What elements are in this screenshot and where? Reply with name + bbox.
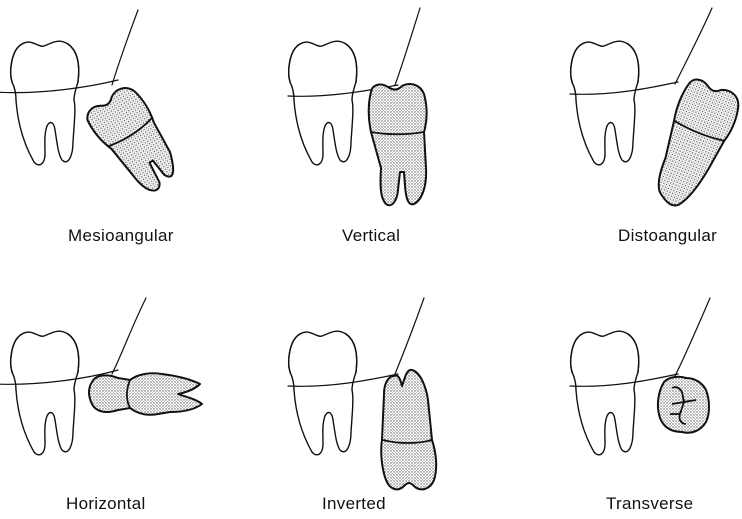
second-molar-icon bbox=[289, 331, 357, 455]
inverted-panel bbox=[288, 298, 436, 489]
vertical-panel bbox=[288, 8, 427, 205]
gum-line bbox=[288, 374, 398, 386]
impacted-molar-icon bbox=[642, 75, 742, 215]
impacted-molar-icon bbox=[82, 82, 187, 202]
second-molar-icon bbox=[571, 331, 639, 455]
impacted-molar-icon bbox=[658, 377, 709, 433]
label-inverted: Inverted bbox=[322, 494, 386, 514]
transverse-panel bbox=[570, 298, 710, 455]
ramus-line bbox=[395, 8, 420, 85]
distoangular-panel bbox=[570, 8, 742, 215]
ramus-line bbox=[112, 10, 138, 85]
label-transverse: Transverse bbox=[606, 494, 693, 514]
label-distoangular: Distoangular bbox=[618, 226, 717, 246]
impacted-molar-icon bbox=[369, 84, 427, 205]
second-molar-icon bbox=[289, 41, 357, 165]
second-molar-icon bbox=[11, 41, 79, 165]
second-molar-icon bbox=[11, 331, 79, 455]
ramus-line bbox=[675, 8, 712, 84]
label-mesioangular: Mesioangular bbox=[68, 226, 174, 246]
mesioangular-panel bbox=[0, 10, 187, 202]
label-horizontal: Horizontal bbox=[66, 494, 146, 514]
ramus-line bbox=[675, 298, 710, 376]
ramus-line bbox=[112, 298, 146, 374]
impacted-molar-icon bbox=[89, 373, 202, 415]
ramus-line bbox=[395, 298, 424, 374]
horizontal-panel bbox=[0, 298, 202, 455]
impacted-molar-icon bbox=[381, 370, 436, 490]
second-molar-icon bbox=[571, 41, 639, 165]
label-vertical: Vertical bbox=[342, 226, 400, 246]
gum-line bbox=[570, 82, 678, 94]
